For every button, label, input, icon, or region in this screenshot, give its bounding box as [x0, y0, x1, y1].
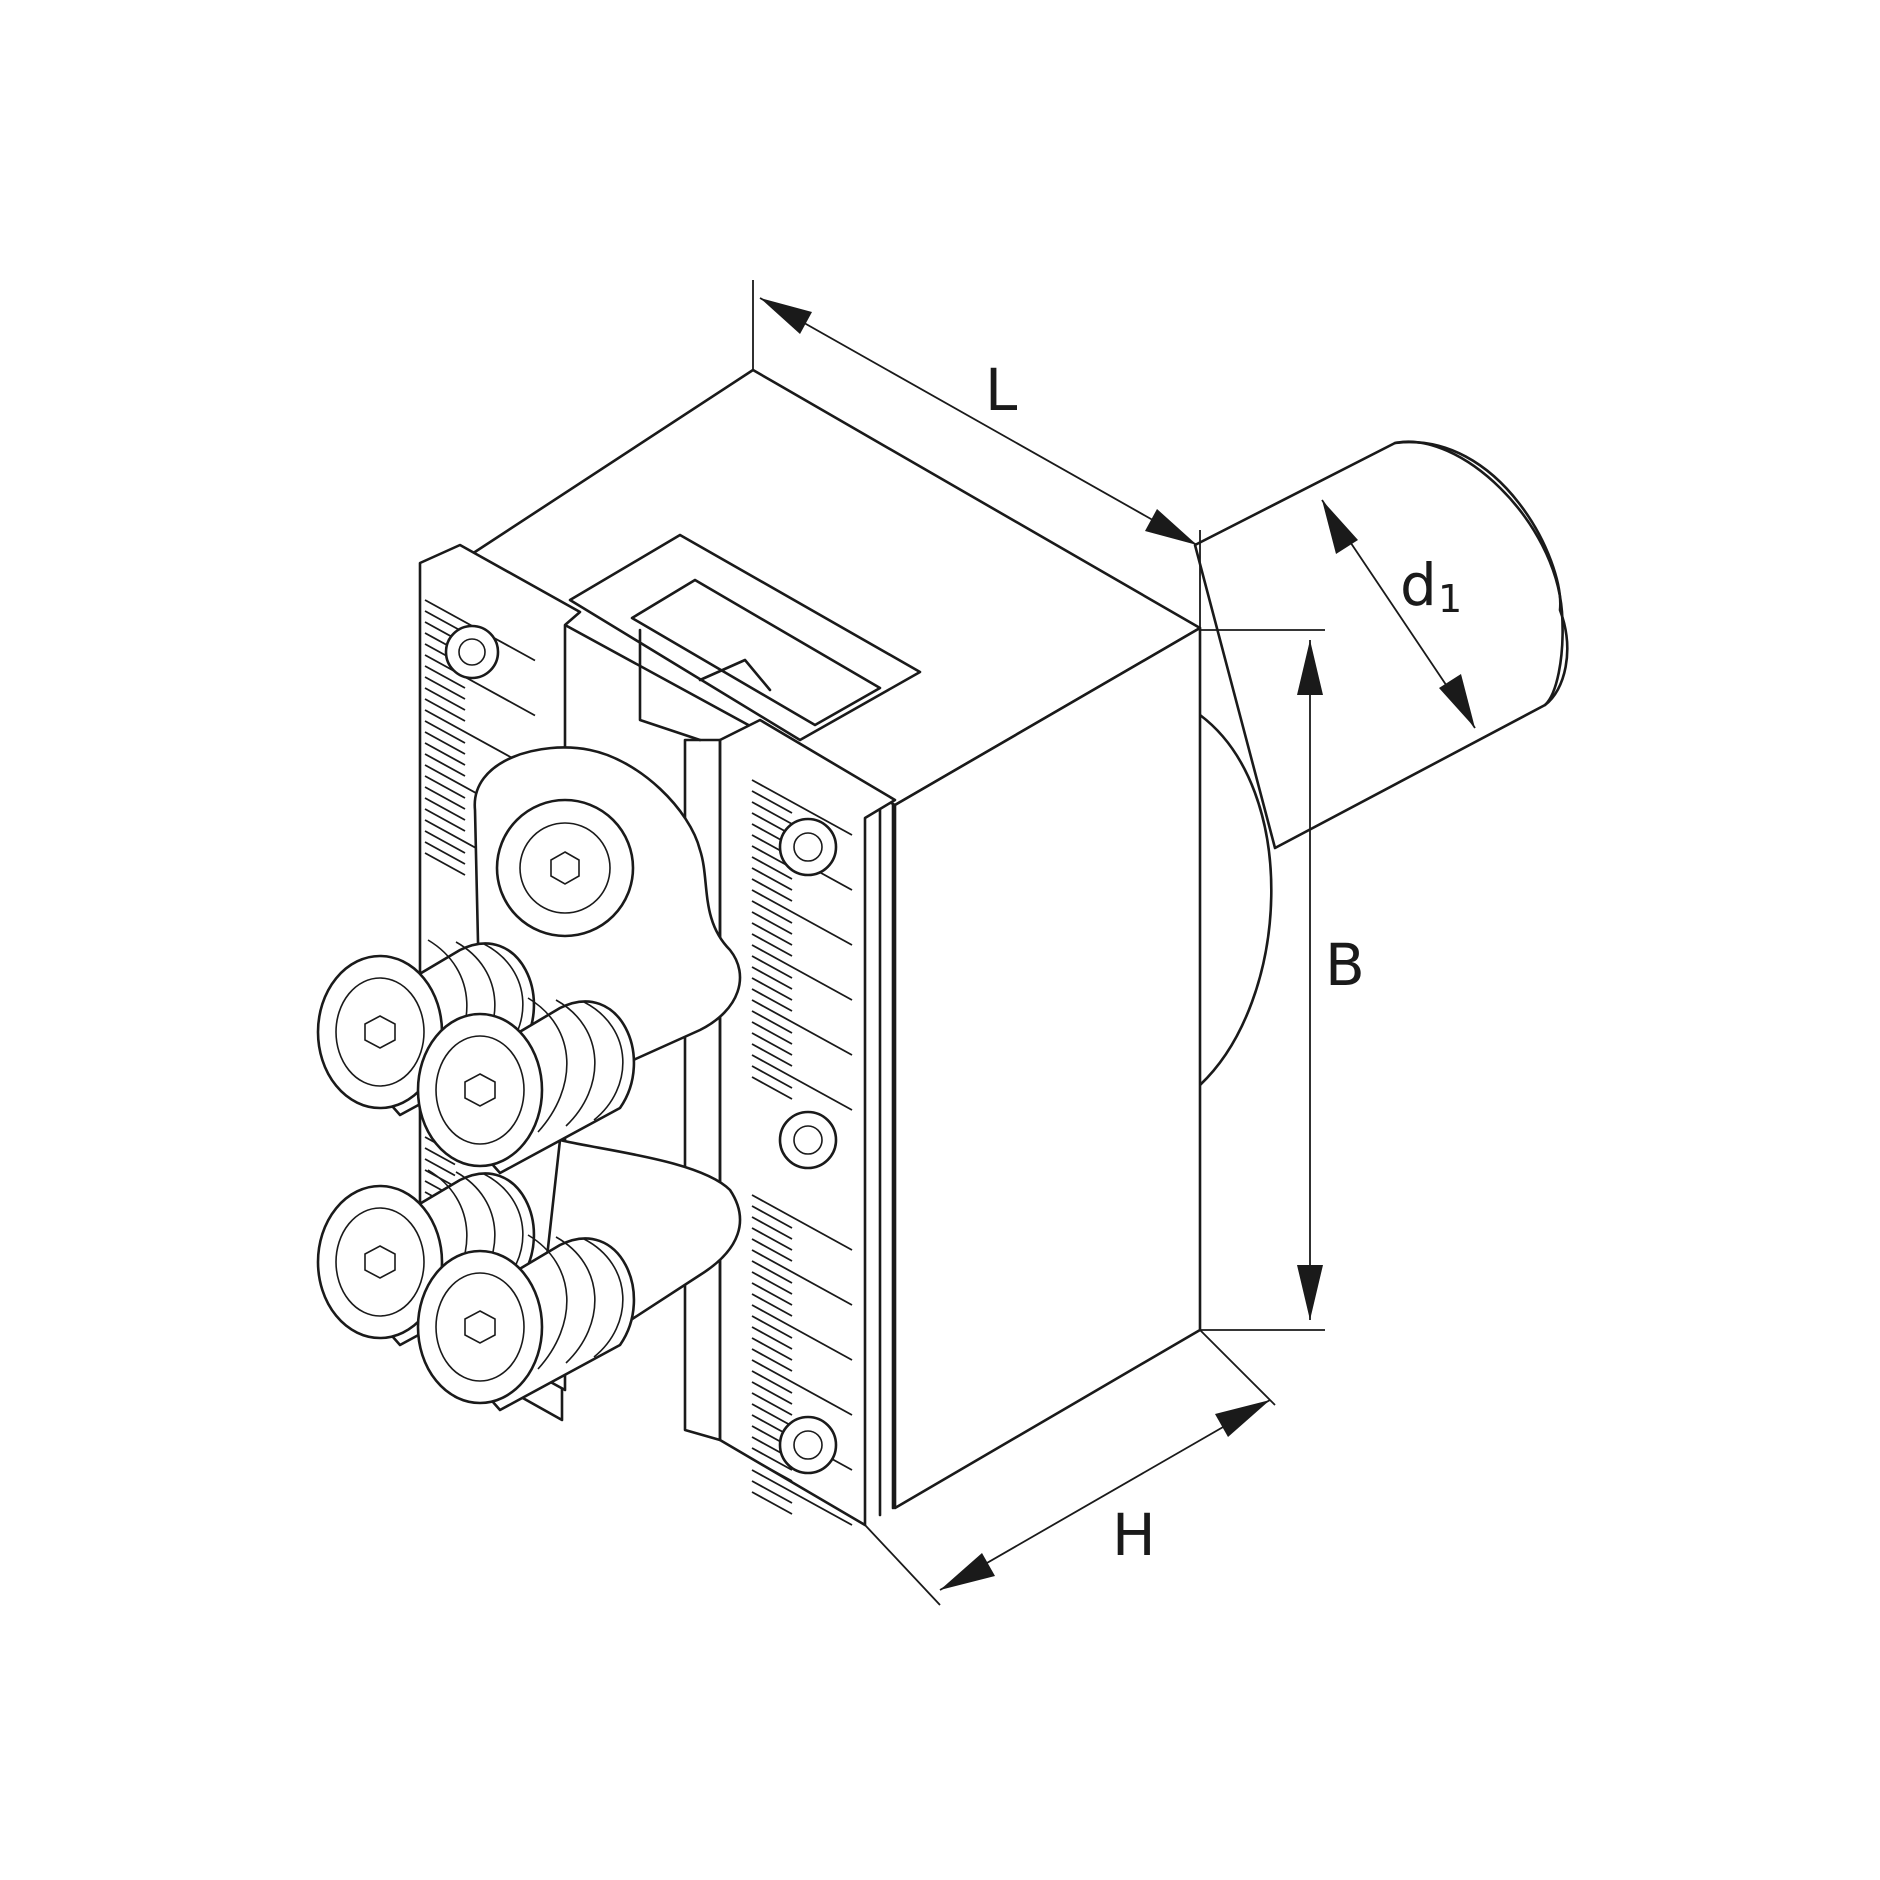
scale-tick: [751, 1194, 853, 1251]
scale-tick: [751, 1010, 793, 1034]
scale-tick: [751, 1458, 793, 1482]
dimension-length: L: [752, 280, 1201, 628]
scale-tick: [751, 1043, 793, 1067]
scale-tick: [424, 654, 536, 717]
hex-socket-icon: [464, 1073, 496, 1107]
scale-tick: [751, 1370, 793, 1394]
scale-tick: [751, 1326, 793, 1350]
dimension-label-diameter: d: [1400, 551, 1437, 619]
scale-tick: [751, 944, 853, 1001]
scale-tick: [751, 933, 793, 957]
scale-tick: [751, 801, 793, 825]
scale-tick: [424, 676, 466, 700]
scale-tick: [751, 856, 793, 880]
scale-tick: [751, 1403, 793, 1427]
right-scale-strip: [683, 718, 897, 1527]
scale-tick: [424, 1158, 456, 1177]
dimension-label-width: B: [1325, 931, 1365, 999]
scale-tick: [424, 720, 466, 744]
scale-tick: [751, 1065, 793, 1089]
cap-screw: [316, 1169, 536, 1347]
scale-tick: [751, 1447, 793, 1471]
screw-right-middle-icon: [778, 1110, 838, 1170]
scale-tick: [751, 779, 853, 836]
scale-tick: [424, 753, 466, 777]
scale-tick: [751, 1227, 793, 1251]
screw-right-bottom-icon: [778, 1415, 838, 1475]
hex-socket-icon: [364, 1015, 396, 1049]
scale-tick: [751, 922, 793, 946]
scale-tick: [424, 731, 466, 755]
scale-tick: [751, 1359, 853, 1416]
hex-socket-icon: [464, 1310, 496, 1344]
dimension-label-height: H: [1112, 1501, 1156, 1569]
scale-tick: [424, 1147, 456, 1166]
scale-tick: [751, 1293, 793, 1317]
scale-tick: [751, 999, 853, 1056]
scale-tick: [751, 1249, 853, 1306]
scale-tick: [751, 966, 793, 990]
scale-tick: [751, 867, 793, 891]
scale-tick: [751, 1054, 853, 1111]
screw-right-top-icon: [778, 817, 838, 877]
scale-tick: [751, 1238, 793, 1262]
scale-tick: [751, 790, 793, 814]
scale-tick: [424, 665, 466, 689]
scale-tick: [751, 1304, 853, 1361]
hex-socket-icon: [550, 851, 580, 885]
scale-tick: [751, 900, 793, 924]
scale-tick: [751, 1205, 793, 1229]
scale-tick: [424, 775, 466, 799]
scale-tick: [751, 1348, 793, 1372]
scale-tick: [751, 1032, 793, 1056]
scale-tick: [751, 1315, 793, 1339]
hex-socket-icon: [364, 1245, 396, 1279]
scale-tick: [751, 1381, 793, 1405]
scale-tick: [751, 1216, 793, 1240]
scale-tick: [424, 830, 466, 854]
scale-tick: [751, 1021, 793, 1045]
top-slot: [568, 533, 922, 742]
scale-tick: [424, 852, 466, 876]
screw-top-left-icon: [444, 624, 500, 680]
dimension-width: B: [1200, 629, 1365, 1331]
scale-tick: [424, 841, 466, 865]
clamp-upper: [473, 746, 742, 1079]
scale-tick: [751, 1480, 793, 1504]
scale-tick: [751, 1392, 793, 1416]
scale-tick: [424, 786, 466, 810]
shank-cylinder: [1193, 440, 1569, 1087]
scale-tick: [751, 1337, 793, 1361]
dimension-label-diameter-subscript: 1: [1438, 577, 1462, 621]
scale-tick: [751, 911, 793, 935]
dimension-height: H: [864, 1329, 1276, 1606]
scale-tick: [424, 808, 466, 832]
scale-tick: [751, 988, 793, 1012]
scale-tick: [751, 977, 793, 1001]
scale-tick: [751, 1076, 793, 1100]
scale-tick: [751, 1271, 793, 1295]
dimension-diameter: d 1: [1321, 499, 1476, 729]
scale-tick: [751, 889, 853, 946]
scale-tick: [751, 878, 793, 902]
scale-tick: [424, 698, 466, 722]
scale-tick: [751, 1282, 793, 1306]
scale-tick: [424, 797, 466, 821]
scale-tick: [751, 1469, 853, 1526]
scale-tick: [424, 742, 466, 766]
scale-tick: [751, 1260, 793, 1284]
scale-tick: [751, 1491, 793, 1515]
cap-screw: [416, 1234, 636, 1412]
scale-tick: [424, 687, 466, 711]
cap-screw: [416, 997, 636, 1175]
scale-tick: [751, 955, 793, 979]
dimension-label-length: L: [985, 356, 1017, 424]
